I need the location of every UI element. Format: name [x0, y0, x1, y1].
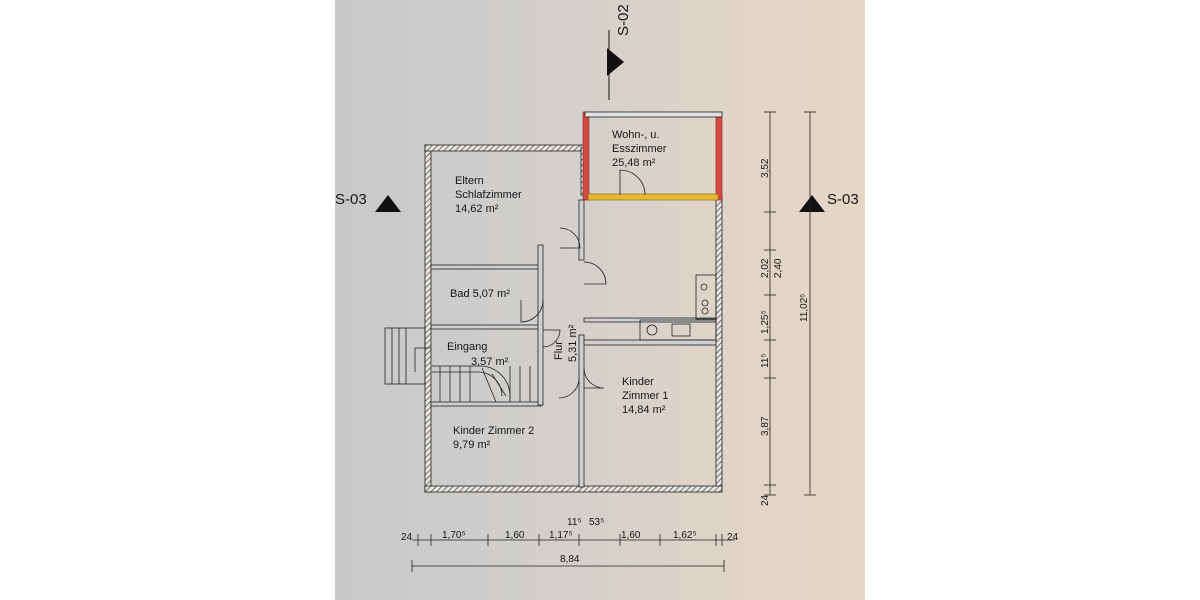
dim-right-3: 2,40: [773, 258, 784, 278]
room-label-wohn-name2: Esszimmer: [612, 143, 667, 155]
section-label-right: S-03: [827, 191, 859, 208]
dim-bottom-7: 1,60: [621, 530, 641, 541]
room-label-flur-name: Flur: [553, 341, 565, 360]
section-markers: [375, 30, 825, 212]
dim-right-4: 1,25⁵: [760, 310, 771, 334]
dim-bottom-3: 1,60: [505, 530, 525, 541]
dim-bottom-5: 11⁵: [567, 517, 582, 528]
dim-right-7: 24: [760, 494, 771, 506]
room-label-kind1-name: Kinder: [622, 376, 654, 388]
room-label-kind1-area: 14,84 m²: [622, 404, 666, 416]
dim-right-2: 2,02: [760, 258, 771, 278]
living-room-wing: [582, 111, 723, 201]
room-label-eingang-name: Eingang: [447, 341, 488, 353]
room-label-kind1-name2: Zimmer 1: [622, 390, 669, 402]
room-label-kind2-name: Kinder Zimmer 2: [453, 425, 535, 437]
room-label-wohn-area: 25,48 m²: [612, 157, 656, 169]
dim-right-5: 11⁵: [760, 353, 771, 368]
door-swings: [414, 169, 646, 399]
dim-right-1: 3,52: [760, 158, 771, 178]
dim-bottom-9: 24: [727, 532, 739, 543]
floor-plan-sheet: Wohn-, u. Esszimmer 25,48 m² Eltern Schl…: [335, 0, 865, 600]
dim-bottom-total: 8,84: [560, 554, 580, 565]
dim-bottom-6: 53⁵: [589, 517, 605, 528]
dim-bottom-2: 1,70⁵: [442, 530, 466, 541]
room-label-eltern-area: 14,62 m²: [455, 203, 499, 215]
room-label-eingang-area: 3,57 m²: [471, 356, 509, 368]
dim-right-6: 3,87: [760, 416, 771, 436]
section-label-top: S-02: [615, 4, 632, 36]
dim-bottom-8: 1,62⁵: [673, 530, 697, 541]
section-label-left: S-03: [335, 191, 367, 208]
dimension-lines: [411, 111, 816, 572]
kitchen-counter: [639, 274, 717, 341]
dim-bottom-1: 24: [401, 532, 413, 543]
room-label-wohn-name: Wohn-, u.: [612, 129, 660, 141]
entrance-steps: [384, 327, 426, 385]
dim-bottom-4: 1,17⁵: [549, 530, 573, 541]
floor-plan-drawing: [375, 30, 825, 572]
room-label-flur-area: 5,31 m²: [567, 324, 579, 362]
staircase: [432, 365, 531, 403]
room-label-kind2-area: 9,79 m²: [453, 439, 491, 451]
room-label-bad: Bad 5,07 m²: [450, 288, 510, 300]
room-label-eltern-name2: Schlafzimmer: [455, 189, 522, 201]
room-label-eltern-name: Eltern: [455, 175, 484, 187]
dim-right-total: 11,02⁵: [799, 293, 810, 322]
